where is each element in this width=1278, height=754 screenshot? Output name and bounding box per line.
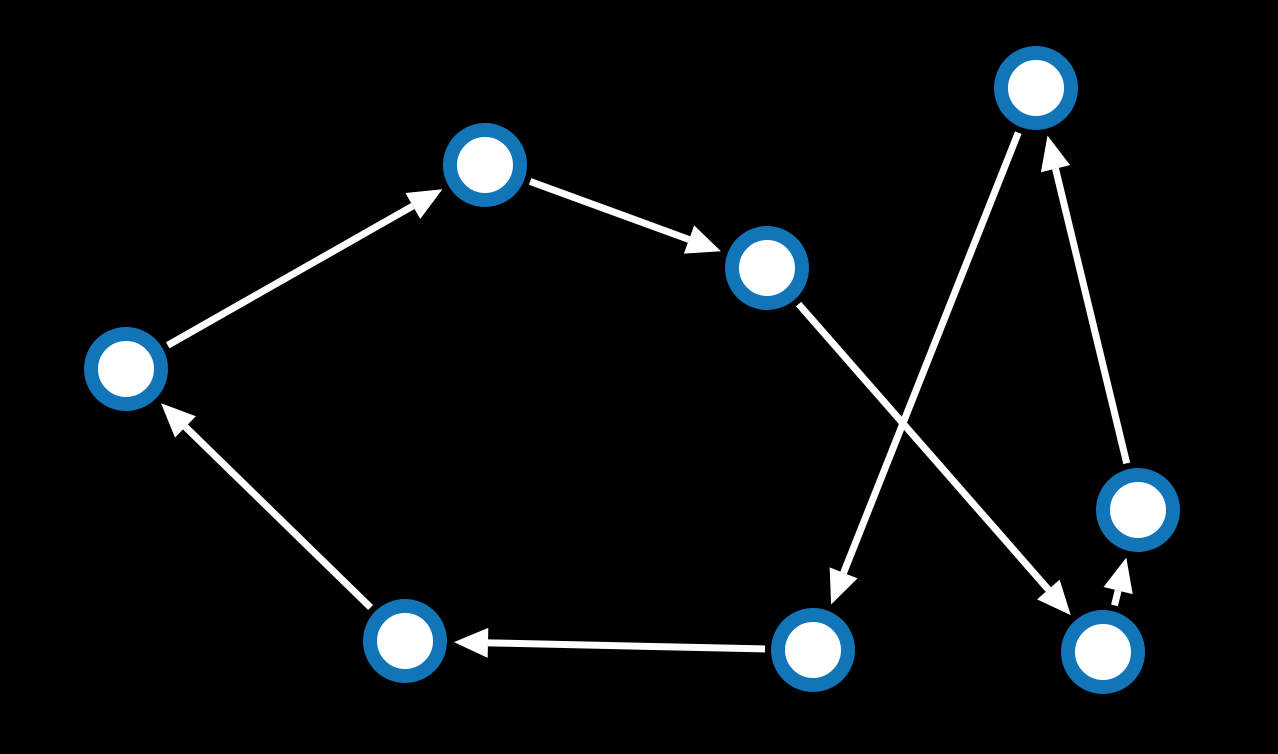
node-circle bbox=[1096, 468, 1180, 552]
graph-node-n8[interactable] bbox=[363, 599, 447, 683]
node-circle bbox=[725, 226, 809, 310]
graph-edge-n8-to-n1[interactable] bbox=[161, 403, 374, 610]
graph-edge-n7-to-n8[interactable] bbox=[453, 627, 766, 658]
graph-edge-n3-to-n6[interactable] bbox=[795, 301, 1071, 616]
graph-edge-n5-to-n4[interactable] bbox=[1040, 135, 1131, 465]
edge-line bbox=[182, 424, 374, 610]
edge-line bbox=[528, 178, 691, 243]
graph-edge-n6-to-n5[interactable] bbox=[1103, 557, 1133, 607]
arrowhead-icon bbox=[161, 403, 196, 438]
edge-line bbox=[1111, 589, 1122, 607]
edge-line bbox=[840, 131, 1022, 575]
graph-node-n1[interactable] bbox=[84, 327, 168, 411]
arrowhead-icon bbox=[1103, 557, 1133, 595]
graph-edge-n4-to-n7[interactable] bbox=[829, 131, 1022, 605]
arrowhead-icon bbox=[453, 627, 489, 658]
graph-edge-n2-to-n3[interactable] bbox=[528, 178, 721, 254]
arrowhead-icon bbox=[405, 189, 443, 220]
node-circle bbox=[443, 123, 527, 207]
graph-node-n5[interactable] bbox=[1096, 468, 1180, 552]
arrowhead-icon bbox=[829, 567, 858, 605]
node-circle bbox=[84, 327, 168, 411]
node-circle bbox=[994, 46, 1078, 130]
node-circle bbox=[771, 608, 855, 692]
graph-node-n3[interactable] bbox=[725, 226, 809, 310]
edge-line bbox=[487, 639, 766, 653]
arrowhead-icon bbox=[1037, 579, 1071, 616]
arrowhead-icon bbox=[1040, 135, 1071, 173]
edge-line bbox=[1052, 167, 1131, 465]
arrowhead-icon bbox=[683, 225, 721, 254]
graph-node-n6[interactable] bbox=[1061, 610, 1145, 694]
edge-line bbox=[795, 301, 1051, 592]
edge-line bbox=[166, 202, 415, 349]
graph-edge-n1-to-n2[interactable] bbox=[166, 189, 443, 349]
nodes-layer bbox=[84, 46, 1180, 694]
edges-layer bbox=[161, 131, 1133, 658]
graph-node-n2[interactable] bbox=[443, 123, 527, 207]
node-circle bbox=[1061, 610, 1145, 694]
graph-node-n7[interactable] bbox=[771, 608, 855, 692]
graph-node-n4[interactable] bbox=[994, 46, 1078, 130]
node-circle bbox=[363, 599, 447, 683]
